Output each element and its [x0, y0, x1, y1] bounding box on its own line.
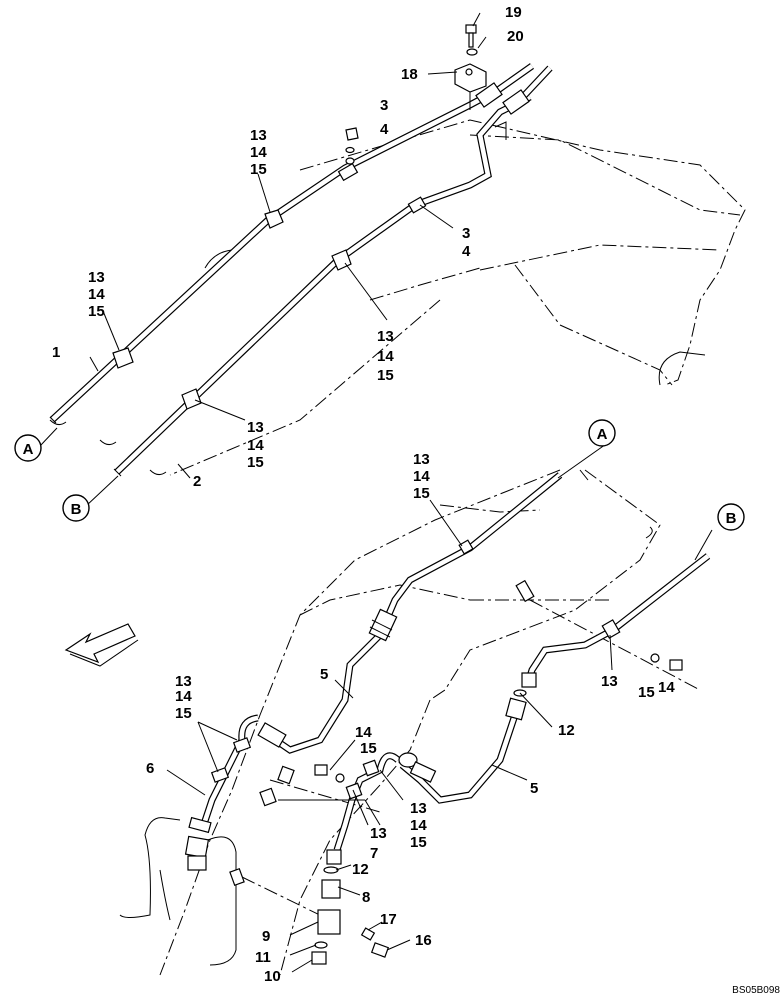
- callout-5: 5: [530, 780, 538, 797]
- callout-15: 15: [638, 684, 655, 701]
- svg-text:B: B: [726, 510, 737, 527]
- bolts-lower: [314, 653, 683, 958]
- callout-4: 4: [462, 243, 471, 260]
- plug-3-upper: [345, 127, 359, 141]
- callout-14: 14: [413, 468, 430, 485]
- boom-outline-upper: [49, 119, 746, 476]
- hose-pipe-b-lower: [524, 553, 711, 685]
- callout-labels: 19 20 18 3 4 13 14 15 13 14 15 1 3 4 13 …: [52, 4, 675, 985]
- tee-fitting-upper: [337, 162, 427, 214]
- ref-circle-b-bottom: B: [717, 503, 745, 531]
- callout-15: 15: [250, 161, 267, 178]
- callout-13: 13: [370, 825, 387, 842]
- callout-15: 15: [410, 834, 427, 851]
- callout-12: 12: [352, 861, 369, 878]
- ref-circle-a-bottom: A: [588, 419, 616, 447]
- svg-text:A: A: [597, 426, 608, 443]
- oring-4-upper: [345, 146, 355, 165]
- callout-19: 19: [505, 4, 522, 21]
- arm-outline-lower: [119, 469, 701, 976]
- callout-15: 15: [247, 454, 264, 471]
- direction-arrow: [64, 623, 139, 667]
- callout-7: 7: [370, 845, 378, 862]
- callout-11: 11: [255, 949, 271, 966]
- callout-15: 15: [175, 705, 192, 722]
- leader-lines-lower: [166, 441, 713, 973]
- callout-17: 17: [380, 911, 397, 928]
- ref-circle-b-top: B: [62, 494, 90, 522]
- callout-9: 9: [262, 928, 270, 945]
- callout-13: 13: [250, 127, 267, 144]
- callout-3: 3: [462, 225, 470, 242]
- callout-16: 16: [415, 932, 432, 949]
- callout-15: 15: [413, 485, 430, 502]
- callout-14: 14: [355, 724, 372, 741]
- callout-14: 14: [658, 679, 675, 696]
- drawing-code: BS05B098: [732, 985, 780, 996]
- callout-15: 15: [377, 367, 394, 384]
- callout-15: 15: [88, 303, 105, 320]
- ref-circle-a-top: A: [14, 434, 42, 462]
- hose-pipe-1: [49, 86, 500, 424]
- callout-20: 20: [507, 28, 524, 45]
- callout-13: 13: [175, 673, 192, 690]
- callout-8: 8: [362, 889, 370, 906]
- callout-3: 3: [380, 97, 388, 114]
- callout-10: 10: [264, 968, 281, 985]
- callout-12: 12: [558, 722, 575, 739]
- callout-13: 13: [377, 328, 394, 345]
- callout-14: 14: [250, 144, 267, 161]
- bolt-19: [465, 24, 477, 48]
- callout-1: 1: [52, 344, 60, 361]
- fittings-pipe-b: [311, 619, 621, 965]
- leader-lines-upper: [39, 12, 487, 507]
- callout-5: 5: [320, 666, 328, 683]
- svg-text:B: B: [71, 501, 82, 518]
- fittings-pipe-a: [184, 539, 535, 887]
- clamp-18: [454, 63, 487, 110]
- callout-14: 14: [377, 348, 394, 365]
- callout-2: 2: [193, 473, 201, 490]
- callout-14: 14: [88, 286, 105, 303]
- clamp-13-upper: [112, 209, 352, 410]
- washer-20: [466, 48, 478, 56]
- hose-pipe-6: [198, 714, 259, 832]
- hose-5-right: [399, 713, 519, 804]
- callout-18: 18: [401, 66, 418, 83]
- callout-14: 14: [175, 688, 192, 705]
- callout-6: 6: [146, 760, 154, 777]
- callout-13: 13: [413, 451, 430, 468]
- callout-13: 13: [410, 800, 427, 817]
- hose-pipe-2: [113, 93, 532, 477]
- hose-ends-upper: [475, 63, 553, 115]
- callout-15: 15: [360, 740, 377, 757]
- callout-13: 13: [88, 269, 105, 286]
- callout-4: 4: [380, 121, 389, 138]
- callout-14: 14: [247, 437, 264, 454]
- hose-pipe-a-lower: [266, 472, 563, 754]
- svg-text:A: A: [23, 441, 34, 458]
- callout-13: 13: [601, 673, 618, 690]
- callout-14: 14: [410, 817, 427, 834]
- callout-13: 13: [247, 419, 264, 436]
